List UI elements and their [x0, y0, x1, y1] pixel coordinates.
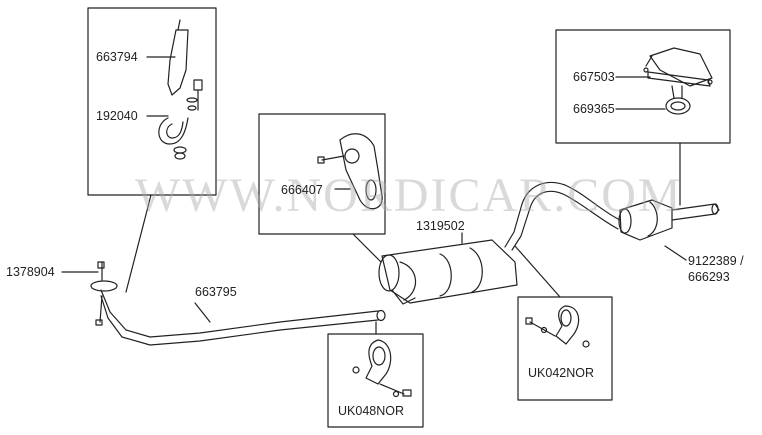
bracket-663794: [167, 29, 189, 96]
part-label-669365: 669365: [573, 102, 615, 116]
part-label-9122389: 9122389 /: [688, 254, 744, 268]
hanger-666407: [339, 133, 383, 210]
part-label-666407: 666407: [281, 183, 323, 197]
part-label-uk042nor: UK042NOR: [528, 366, 594, 380]
part-label-uk048nor: UK048NOR: [338, 404, 404, 418]
watermark: WWW.NORDICAR.COM: [135, 169, 683, 222]
part-label-663795: 663795: [195, 285, 237, 299]
clamp-uk042nor: [555, 305, 580, 345]
part-label-667503: 667503: [573, 70, 615, 84]
part-label-1378904: 1378904: [6, 265, 55, 279]
rear-silencer: [619, 199, 673, 241]
part-label-192040: 192040: [96, 109, 138, 123]
middle-silencer: [381, 239, 518, 304]
clamp-uk048nor: [365, 339, 392, 385]
detail-box-clamp-rear: [517, 296, 613, 401]
rubber-mount-667503: [649, 47, 713, 87]
ring-669365: [665, 97, 691, 115]
part-label-1319502: 1319502: [416, 219, 465, 233]
detail-box-hanger: [258, 113, 386, 235]
part-label-666293: 666293: [688, 270, 730, 284]
clip-192040: [158, 117, 189, 145]
part-label-663794: 663794: [96, 50, 138, 64]
detail-box-rear-mount: [555, 29, 731, 144]
front-pipe: [100, 289, 379, 338]
rear-pipe: [504, 181, 621, 248]
detail-box-bracket: [87, 7, 217, 196]
